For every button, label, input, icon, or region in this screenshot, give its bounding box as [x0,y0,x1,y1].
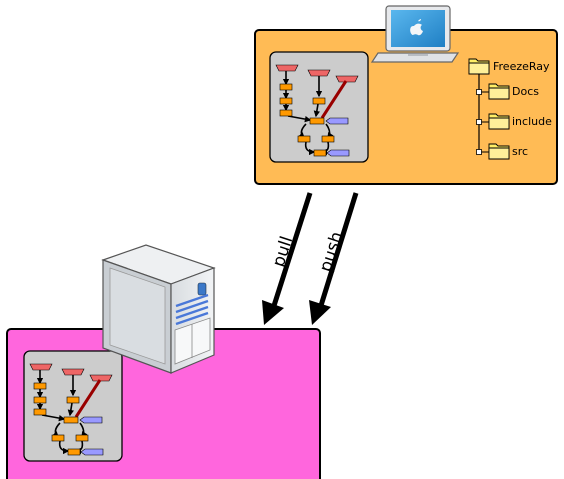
folder-icon [488,113,510,130]
pull-arrow [262,192,313,325]
working-copy-history-graph-icon [270,52,368,162]
folder-icon [468,58,490,75]
repository-history-graph-icon [24,351,122,461]
folder-icon [488,143,510,160]
folder-root-label: FreezeRay [493,60,550,73]
pull-label: pull [269,234,298,270]
server-tower-icon [101,244,216,374]
folder-include-label: include [512,115,552,128]
laptop-icon [370,5,460,63]
folder-tree: FreezeRay Docs include src [468,58,552,160]
push-label: push [316,229,348,274]
folder-docs-label: Docs [512,85,539,98]
folder-src-label: src [512,145,528,158]
push-arrow [309,192,359,325]
folder-icon [488,83,510,100]
